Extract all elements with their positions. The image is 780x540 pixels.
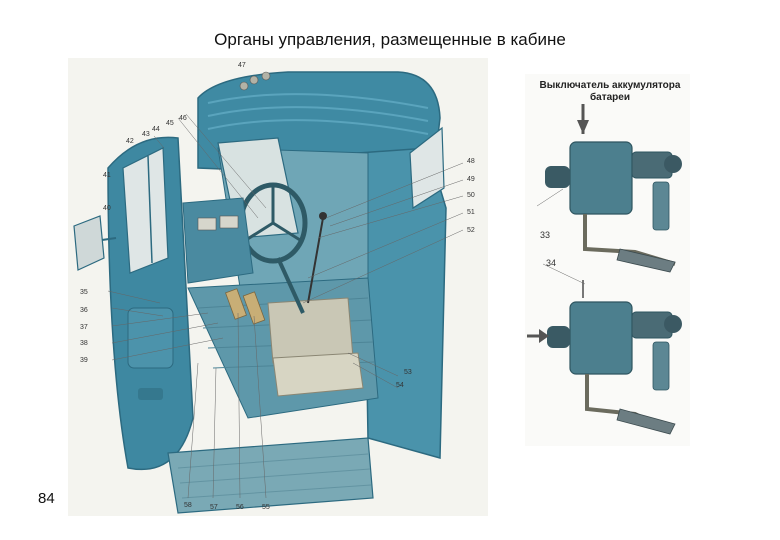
callout-label: 46 [179,115,187,122]
callout-label: 47 [238,62,246,69]
callout-label: 49 [467,176,475,183]
callout-label: 39 [80,357,88,364]
callout-label: 41 [103,172,111,179]
callout-label: 35 [80,289,88,296]
callout-label: 34 [546,258,557,268]
cab-drawing [73,71,464,514]
callout-label: 40 [103,205,111,212]
callout-label: 42 [126,138,134,145]
page-number: 84 [38,490,55,507]
page-title: Органы управления, размещенные в кабине [214,30,566,49]
battery-switch-illustration [525,74,690,446]
callout-label: 38 [80,340,88,347]
callout-label: 44 [152,126,160,133]
callout-label: 45 [166,120,174,127]
callout-label: 58 [184,502,192,509]
cab-illustration [68,58,488,516]
callout-label: 56 [236,504,244,511]
callout-label: 54 [396,382,404,389]
callout-label: 33 [540,230,551,240]
callout-label: 57 [210,504,218,511]
battery-switch-caption: Выключатель аккумулятора батареи [539,80,681,103]
callout-label: 50 [467,192,475,199]
callout-label: 37 [80,324,88,331]
callout-label: 48 [467,158,475,165]
callout-label: 55 [262,504,270,511]
callout-label: 36 [80,307,88,314]
callout-label: 43 [142,131,150,138]
callout-label: 53 [404,369,412,376]
callout-label: 52 [467,227,475,234]
callout-label: 51 [467,209,475,216]
battery-switch-drawing [527,104,682,435]
